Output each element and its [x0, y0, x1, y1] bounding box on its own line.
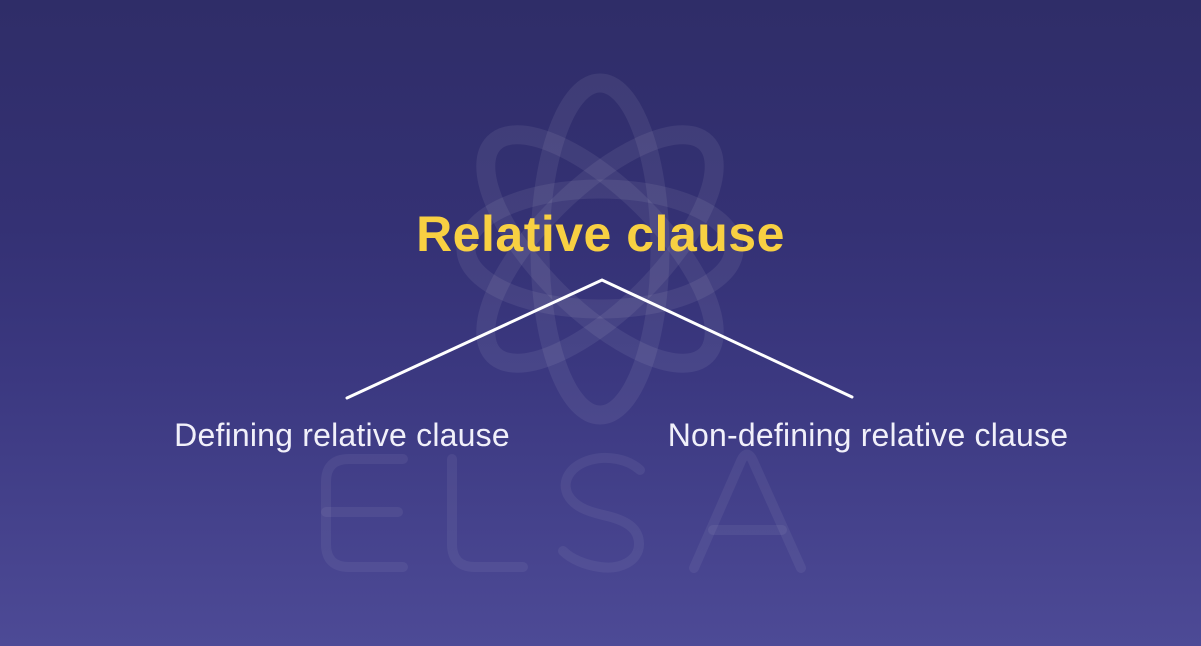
- branch-label-defining: Defining relative clause: [174, 417, 510, 453]
- elsa-wordmark-watermark: [321, 449, 806, 573]
- branch-lines: [345, 278, 854, 400]
- diagram-root-title: Relative clause: [416, 206, 785, 262]
- branch-label-non-defining: Non-defining relative clause: [667, 417, 1069, 453]
